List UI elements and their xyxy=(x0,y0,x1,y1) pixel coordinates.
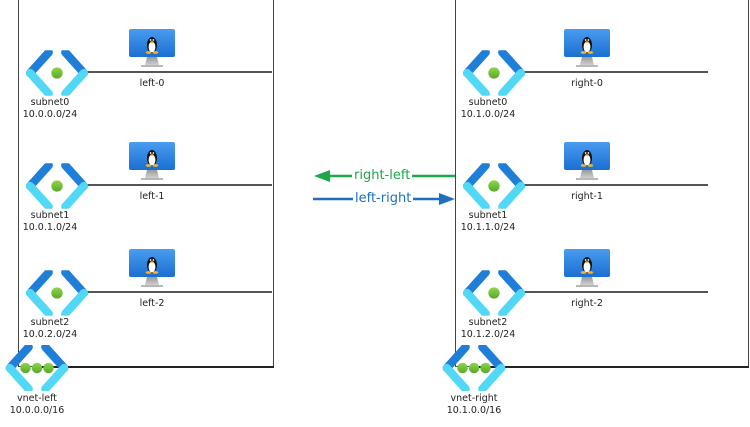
linux-vm-icon[interactable] xyxy=(563,28,611,68)
peering-right-left-label[interactable]: right-left xyxy=(352,168,413,183)
vnet-icon[interactable] xyxy=(4,345,70,391)
peering-left-right-label[interactable]: left-right xyxy=(353,191,414,206)
vm-name-label: right-0 xyxy=(571,78,603,89)
subnet-name-label: subnet2 xyxy=(468,317,508,328)
subnet-icon[interactable] xyxy=(463,50,525,96)
vnet-link-line xyxy=(471,366,749,368)
vnet-cidr-label: 10.0.0.0/16 xyxy=(9,405,65,416)
vm-name-label: right-1 xyxy=(571,191,603,202)
subnet-name-label: subnet1 xyxy=(468,210,508,221)
vnet-link-line xyxy=(34,366,274,368)
peering-right-left-arrowhead xyxy=(314,170,330,182)
subnet-name-label: subnet1 xyxy=(30,210,70,221)
linux-vm-icon[interactable] xyxy=(128,248,176,288)
subnet-cidr-label: 10.1.0.0/24 xyxy=(460,109,516,120)
subnet-link-line xyxy=(84,184,272,186)
subnet-cidr-label: 10.0.1.0/24 xyxy=(22,222,78,233)
subnet-name-label: subnet0 xyxy=(30,97,70,108)
linux-vm-icon[interactable] xyxy=(563,248,611,288)
vnet-icon[interactable] xyxy=(441,345,507,391)
vm-name-label: left-0 xyxy=(139,78,165,89)
subnet-icon[interactable] xyxy=(26,270,88,316)
subnet-icon[interactable] xyxy=(26,50,88,96)
linux-vm-icon[interactable] xyxy=(563,141,611,181)
subnet-link-line xyxy=(84,71,272,73)
vnet-name-label: vnet-right xyxy=(450,393,498,404)
subnet-cidr-label: 10.0.2.0/24 xyxy=(22,329,78,340)
vnet-name-label: vnet-left xyxy=(16,393,58,404)
subnet-link-line xyxy=(521,291,708,293)
linux-vm-icon[interactable] xyxy=(128,141,176,181)
subnet-icon[interactable] xyxy=(463,270,525,316)
subnet-cidr-label: 10.1.2.0/24 xyxy=(460,329,516,340)
subnet-cidr-label: 10.0.0.0/24 xyxy=(22,109,78,120)
linux-vm-icon[interactable] xyxy=(128,28,176,68)
subnet-icon[interactable] xyxy=(463,163,525,209)
vnet-cidr-label: 10.1.0.0/16 xyxy=(446,405,502,416)
subnet-name-label: subnet0 xyxy=(468,97,508,108)
vm-name-label: left-1 xyxy=(139,191,165,202)
vm-name-label: right-2 xyxy=(571,298,603,309)
subnet-name-label: subnet2 xyxy=(30,317,70,328)
peering-left-right-arrowhead xyxy=(439,193,455,205)
subnet-link-line xyxy=(521,184,708,186)
subnet-icon[interactable] xyxy=(26,163,88,209)
subnet-link-line xyxy=(84,291,272,293)
subnet-cidr-label: 10.1.1.0/24 xyxy=(460,222,516,233)
vm-name-label: left-2 xyxy=(139,298,165,309)
subnet-link-line xyxy=(521,71,708,73)
